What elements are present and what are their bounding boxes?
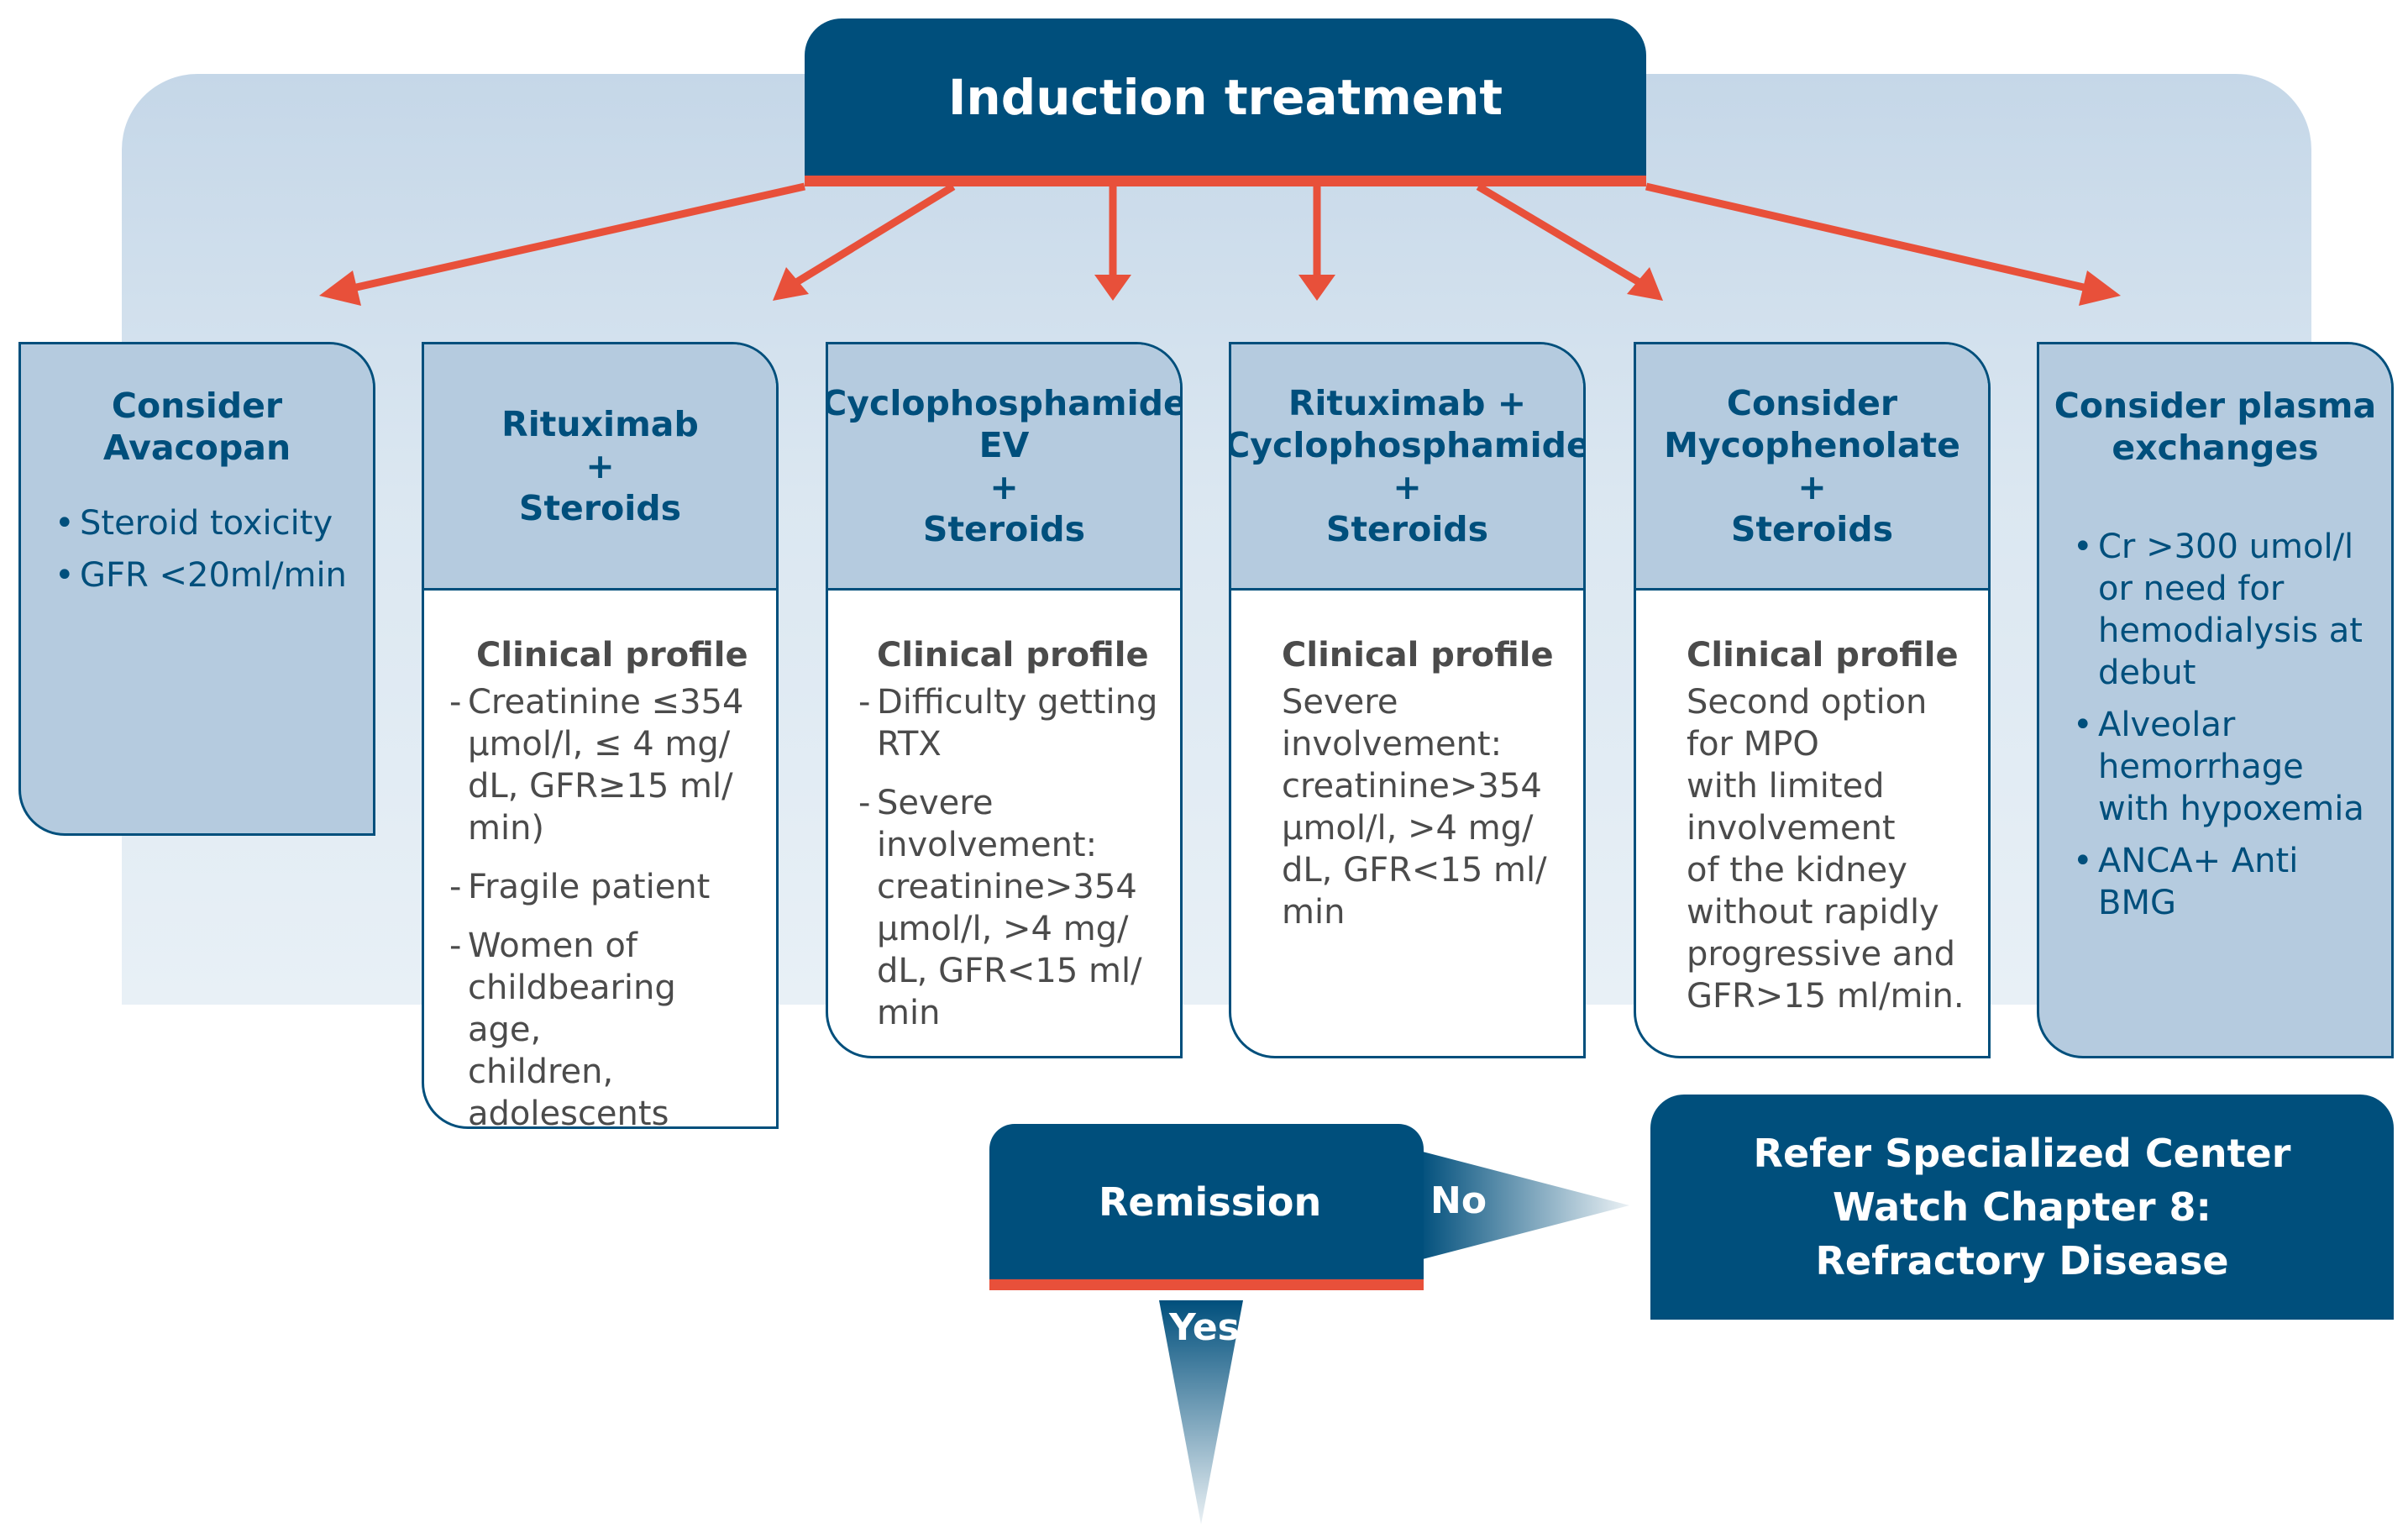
arrowhead-cyclophosphamide	[1094, 275, 1131, 301]
card-plasma-exchanges: Consider plasma exchanges •Cr >300 umol/…	[2037, 342, 2394, 1058]
list-item: -Fragile patient	[449, 868, 711, 906]
no-label: No	[1430, 1179, 1487, 1222]
refer-specialized-center-box: Refer Specialized Center Watch Chapter 8…	[1650, 1095, 2394, 1320]
card-rituximab-header: Rituximab + Steroids	[424, 344, 776, 591]
yes-label: Yes	[1169, 1306, 1240, 1349]
card-rituximab-cyclophosphamide-profile: Clinical profile Severe involvement: cre…	[1282, 636, 1554, 932]
arrowhead-rituximab	[773, 267, 809, 301]
list-item: •GFR <20ml/min	[55, 556, 347, 595]
card-rituximab-cyclophosphamide: Rituximab + Cyclophosphamide + Steroids …	[1229, 342, 1586, 1058]
arrowhead-plasma	[2079, 270, 2121, 306]
arrow-to-avacopan	[352, 182, 805, 292]
card-cyclophosphamide: Cyclophosphamide EV + Steroids Clinical …	[826, 342, 1183, 1058]
card-plasma-exchanges-header: Consider plasma exchanges	[2039, 344, 2391, 469]
arrow-to-mycophenolate	[1476, 183, 1645, 287]
arrow-to-rituximab	[791, 183, 956, 287]
card-avacopan-header: Consider Avacopan	[21, 344, 373, 469]
card-avacopan: Consider Avacopan •Steroid toxicity •GFR…	[18, 342, 375, 836]
card-rituximab-cyclophosphamide-header: Rituximab + Cyclophosphamide + Steroids	[1231, 344, 1583, 591]
arrowhead-rtx-cyc	[1298, 275, 1335, 301]
card-mycophenolate-profile: Clinical profile Second option for MPO w…	[1687, 636, 1965, 1016]
remission-box: Remission	[989, 1124, 1424, 1290]
no-pointer	[1419, 1151, 1629, 1260]
arrowhead-mycophenolate	[1627, 267, 1663, 301]
card-mycophenolate-header: Consider Mycophenolate + Steroids	[1636, 344, 1988, 591]
card-avacopan-list: •Steroid toxicity •GFR <20ml/min	[21, 469, 373, 596]
induction-treatment-title: Induction treatment	[805, 18, 1646, 186]
list-item: •Steroid toxicity	[55, 504, 333, 543]
yes-pointer	[1159, 1300, 1243, 1525]
card-rituximab: Rituximab + Steroids Clinical profile -C…	[422, 342, 779, 1129]
card-mycophenolate: Consider Mycophenolate + Steroids Clinic…	[1634, 342, 1991, 1058]
list-item: •ANCA+ Anti BMG	[2073, 842, 2299, 922]
arrowhead-avacopan	[319, 270, 361, 306]
card-cyclophosphamide-header: Cyclophosphamide EV + Steroids	[828, 344, 1180, 591]
arrow-to-plasma	[1645, 182, 2089, 292]
